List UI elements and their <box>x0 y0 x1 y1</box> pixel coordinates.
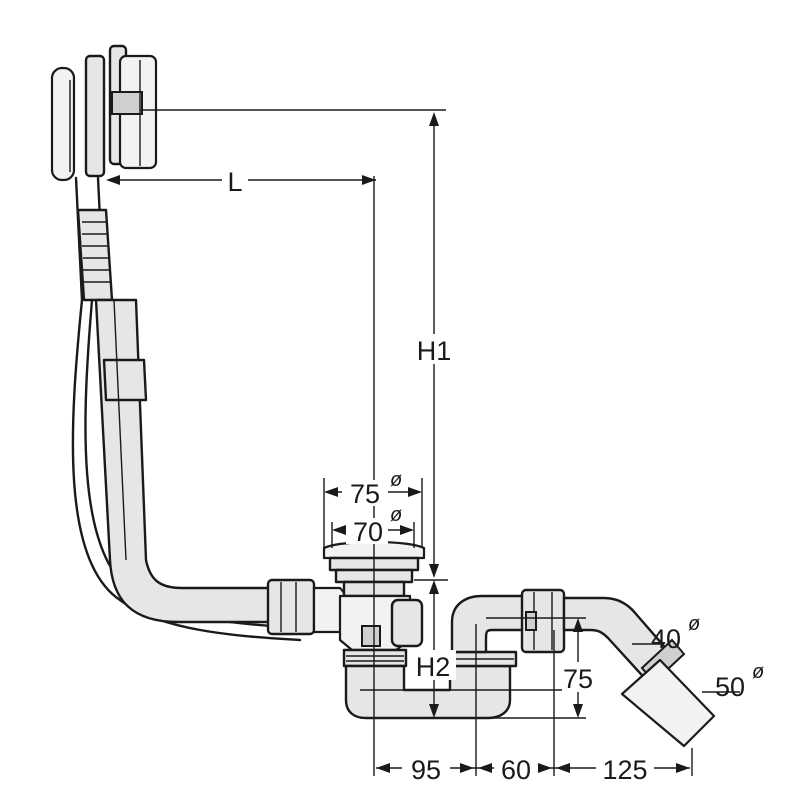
label-diameter-50: 50 <box>715 672 745 702</box>
label-length-95: 95 <box>411 755 441 785</box>
label-diameter-70-symbol: ø <box>390 504 402 526</box>
overflow-head <box>50 44 158 182</box>
overflow-pipe <box>94 298 277 624</box>
label-diameter-75: 75 <box>350 479 380 509</box>
label-diameter-50-symbol: ø <box>752 661 764 683</box>
label-length-125: 125 <box>602 755 647 785</box>
dimension-labels: L H1 75 ø 70 ø H2 75 95 60 125 40 ø 50 ø <box>222 166 764 785</box>
label-H1: H1 <box>417 336 452 366</box>
label-height-75: 75 <box>563 664 593 694</box>
label-L: L <box>227 167 242 197</box>
label-diameter-40-symbol: ø <box>688 613 700 635</box>
label-H2: H2 <box>416 652 451 682</box>
trap-outlet <box>450 588 716 748</box>
label-diameter-70: 70 <box>353 517 383 547</box>
overflow-coupling-nut <box>266 578 351 636</box>
label-length-60: 60 <box>501 755 531 785</box>
label-diameter-75-symbol: ø <box>390 469 402 491</box>
label-diameter-40: 40 <box>651 624 681 654</box>
